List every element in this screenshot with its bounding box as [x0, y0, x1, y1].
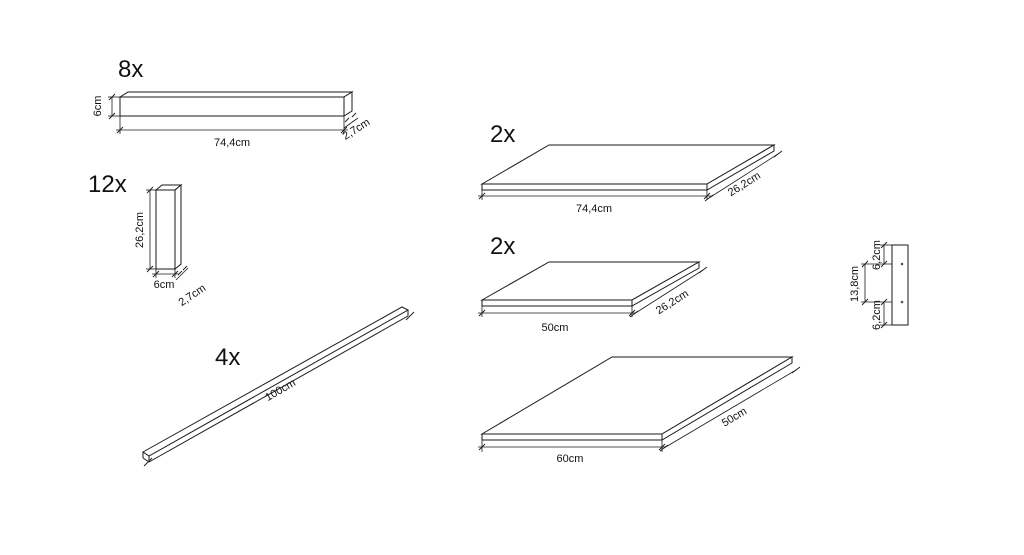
- shelf-large-front-face: [481, 183, 708, 191]
- rail-quantity: 8x: [118, 56, 143, 83]
- shelf-small-front-face: [481, 299, 633, 307]
- shelf-large-quantity: 2x: [490, 121, 515, 148]
- shelf-small-length-label: 50cm: [542, 322, 569, 334]
- top-panel-front-face: [481, 433, 663, 441]
- top-panel-side-face: [661, 356, 793, 441]
- rail-depth-label: 2,7cm: [341, 116, 373, 142]
- post-part: 12x 26,2cm 6cm 2,7cm: [88, 171, 208, 309]
- shelf-small-side-face: [631, 261, 700, 307]
- hole-lower: [900, 300, 904, 304]
- rail-front-face: [119, 96, 345, 117]
- hole-detail-profile: [891, 244, 909, 326]
- rail-top-face: [118, 91, 354, 98]
- shelf-small-depth-label: 26,2cm: [654, 288, 691, 317]
- rod-body: [142, 306, 410, 457]
- hole-detail: 13,8cm 6,2cm 6,2cm: [849, 240, 909, 330]
- shelf-large-top-face: [480, 144, 776, 185]
- hole-upper: [900, 262, 904, 266]
- post-side-face: [174, 183, 182, 271]
- top-panel-length-label: 60cm: [557, 453, 584, 465]
- shelf-large-side-face: [706, 144, 775, 191]
- post-width-label: 6cm: [154, 279, 175, 291]
- shelf-small-part: 2x 50cm 26,2cm: [478, 233, 708, 334]
- rail-length-label: 74,4cm: [214, 137, 250, 149]
- hole-lower-label: 6,2cm: [871, 300, 883, 330]
- hole-upper-label: 6,2cm: [871, 240, 883, 270]
- shelf-large-part: 2x 74,4cm 26,2cm: [478, 121, 783, 215]
- shelf-large-length-label: 74,4cm: [576, 203, 612, 215]
- top-panel-part: 60cm 50cm: [478, 356, 801, 465]
- post-quantity: 12x: [88, 171, 127, 198]
- rod-quantity: 4x: [215, 344, 240, 371]
- hole-total-label: 13,8cm: [849, 266, 861, 302]
- post-height-label: 26,2cm: [134, 212, 146, 248]
- post-front-face: [155, 189, 176, 270]
- top-panel-depth-label: 50cm: [720, 405, 749, 429]
- rail-height-label: 6cm: [92, 96, 104, 117]
- rod-part: 4x 100cm: [142, 306, 415, 467]
- top-panel-top-face: [480, 356, 794, 435]
- rail-part: 8x 6cm 74,4cm 2,7cm: [92, 56, 372, 149]
- post-depth-label: 2,7cm: [177, 282, 209, 309]
- shelf-small-quantity: 2x: [490, 233, 515, 260]
